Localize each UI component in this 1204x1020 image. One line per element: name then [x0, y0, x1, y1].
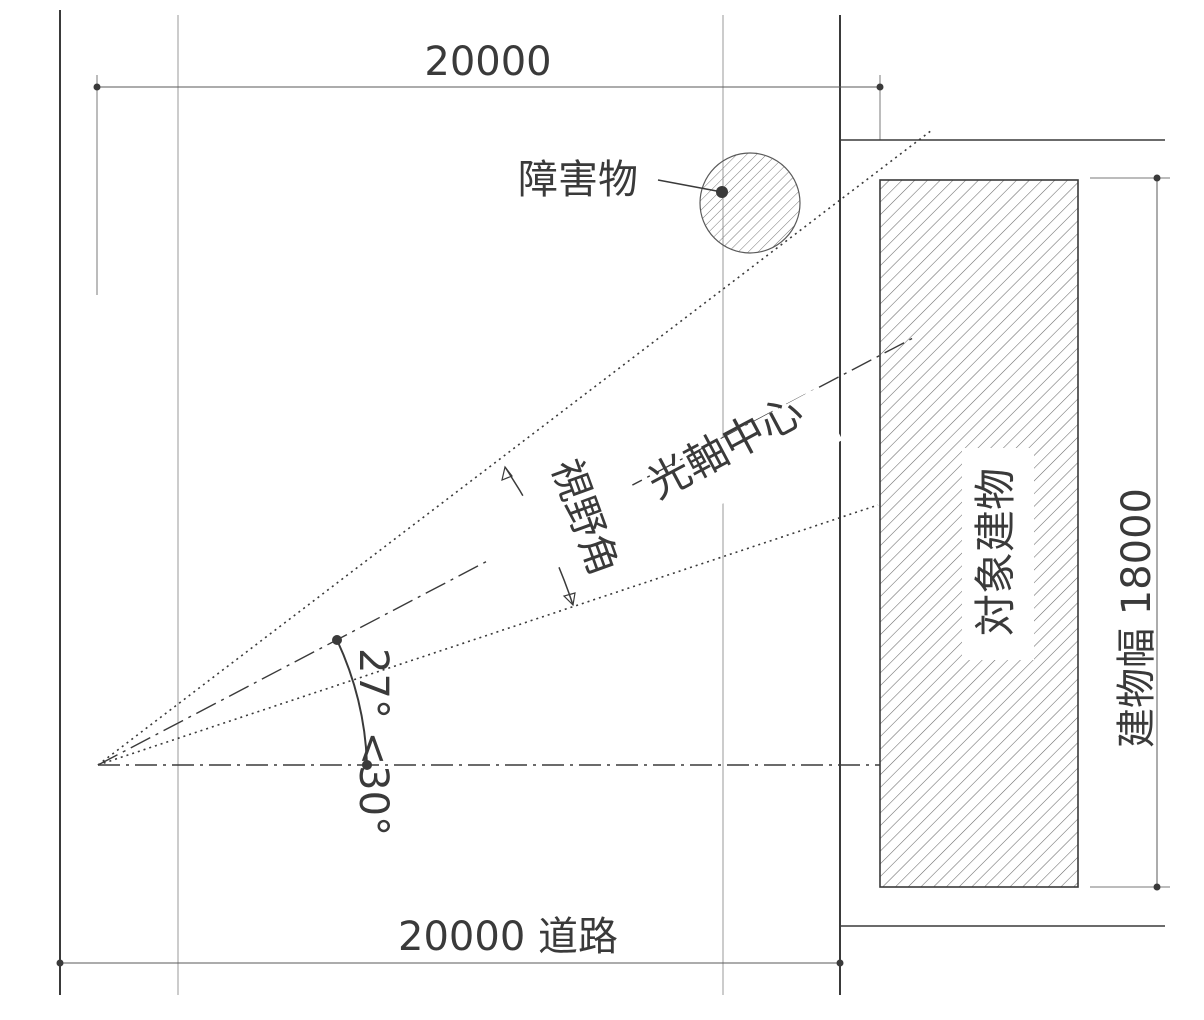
optical-axis-label-backdrop: [647, 388, 843, 530]
view-boundary-lower: [97, 504, 879, 766]
bottom-width-label: 20000 道路: [398, 914, 618, 960]
angle-arc: [336, 639, 368, 766]
angle-arc-dot-top: [332, 635, 342, 645]
field-of-view-label-backdrop: [470, 444, 650, 596]
top-dimension-dot-left: [93, 83, 101, 91]
building-width-dot-bottom: [1153, 883, 1161, 891]
obstacle: 障害物: [518, 152, 801, 254]
field-of-view-indicator: 視野角: [470, 444, 650, 607]
bottom-dimension-dot-left: [56, 959, 64, 967]
obstacle-leader-line: [657, 179, 723, 193]
field-of-view-arrow-bottom: [562, 592, 576, 607]
bottom-dimension-dot-right: [836, 959, 844, 967]
target-building-label: 対象建物: [971, 468, 1020, 636]
optical-axis-annotation: 光軸中心: [640, 386, 843, 530]
obstacle-circle: [699, 152, 801, 254]
angle-label: 27° <30°: [350, 648, 396, 836]
field-of-view-arrow-top: [501, 465, 513, 481]
top-width-label: 20000: [424, 39, 551, 85]
target-building-label-backdrop: [962, 448, 1034, 660]
view-boundary-upper: [97, 129, 933, 766]
building-width-dot-top: [1153, 174, 1161, 182]
building-width-label: 建物幅 18000: [1114, 488, 1160, 748]
angle-indicator: 27° <30°: [332, 635, 396, 836]
obstacle-label: 障害物: [518, 157, 638, 203]
top-dimension-dot-right: [876, 83, 884, 91]
building-site: 対象建物: [840, 139, 1165, 927]
angle-arc-dot-bottom: [362, 760, 372, 770]
top-dimension: 20000: [93, 39, 884, 295]
building-width-dimension: 建物幅 18000: [1090, 174, 1170, 891]
bottom-dimension: 20000 道路: [56, 914, 844, 967]
